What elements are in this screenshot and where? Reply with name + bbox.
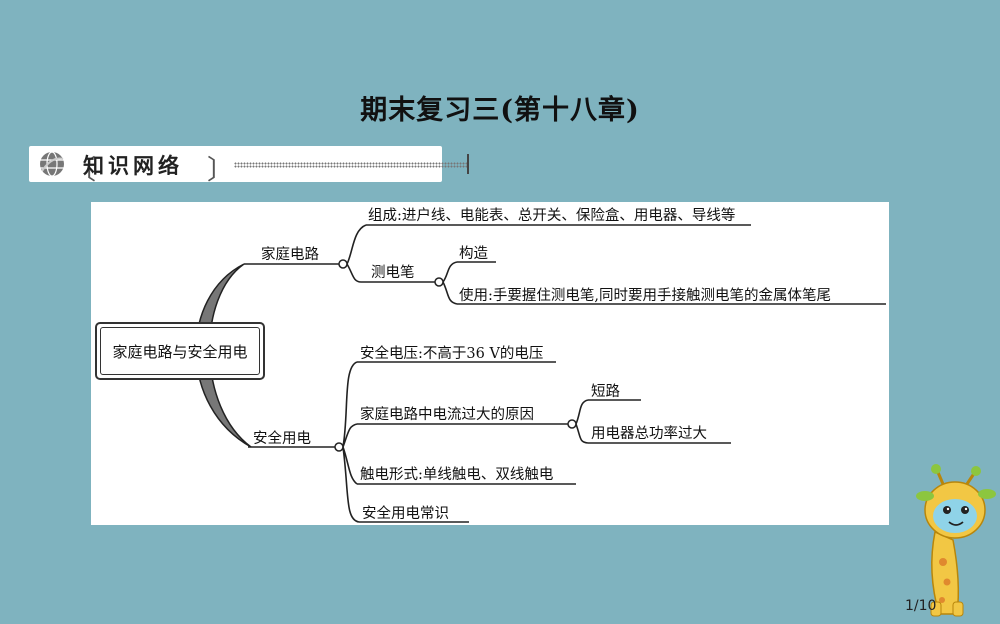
globe-icon: [40, 151, 64, 177]
short-label: 短路: [591, 384, 620, 400]
root-label: 家庭电路与安全用电: [100, 327, 260, 375]
composition-label: 组成:进户线、电能表、总开关、保险盒、用电器、导线等: [368, 208, 736, 224]
dotted-rule: [234, 162, 467, 168]
home-bracket: [346, 224, 367, 283]
pen-junction: [434, 277, 444, 287]
voltage-label: 安全电压:不高于36 V的电压: [360, 346, 544, 362]
structure-label: 构造: [459, 246, 488, 262]
pen-label: 测电笔: [371, 265, 415, 281]
home-junction: [338, 259, 348, 269]
overload-label: 用电器总功率过大: [591, 426, 707, 442]
cause-junction: [567, 419, 577, 429]
cause-bracket: [575, 399, 589, 444]
rule-end: [467, 154, 469, 174]
branch-home-label: 家庭电路: [261, 247, 319, 263]
bracket-right: 〕: [207, 155, 234, 186]
safety-junction: [334, 442, 344, 452]
cause-label: 家庭电路中电流过大的原因: [360, 407, 534, 423]
section-label: 知识网络: [83, 154, 183, 178]
root-node: 家庭电路与安全用电: [95, 322, 265, 380]
bracket-left: 〔: [69, 155, 96, 186]
section-header: 〔 知识网络 〕: [29, 146, 469, 186]
safety-bracket: [342, 361, 360, 523]
branch-safety-label: 安全用电: [253, 431, 311, 447]
giraffe-icon: [916, 464, 996, 617]
pen-bracket: [442, 261, 458, 305]
knowledge-label: 安全用电常识: [362, 506, 449, 522]
page-title: 期末复习三(第十八章): [360, 95, 640, 126]
usage-label: 使用:手要握住测电笔,同时要用手接触测电笔的金属体笔尾: [459, 288, 831, 304]
mindmap-panel: 家庭电路与安全用电 家庭电路 组成:进户线、电能表、总开关、保险盒、用电器、导线…: [91, 202, 889, 525]
page-number: 1/10: [905, 598, 937, 614]
mindmap-connectors: [195, 224, 886, 523]
shock-label: 触电形式:单线触电、双线触电: [360, 467, 554, 483]
